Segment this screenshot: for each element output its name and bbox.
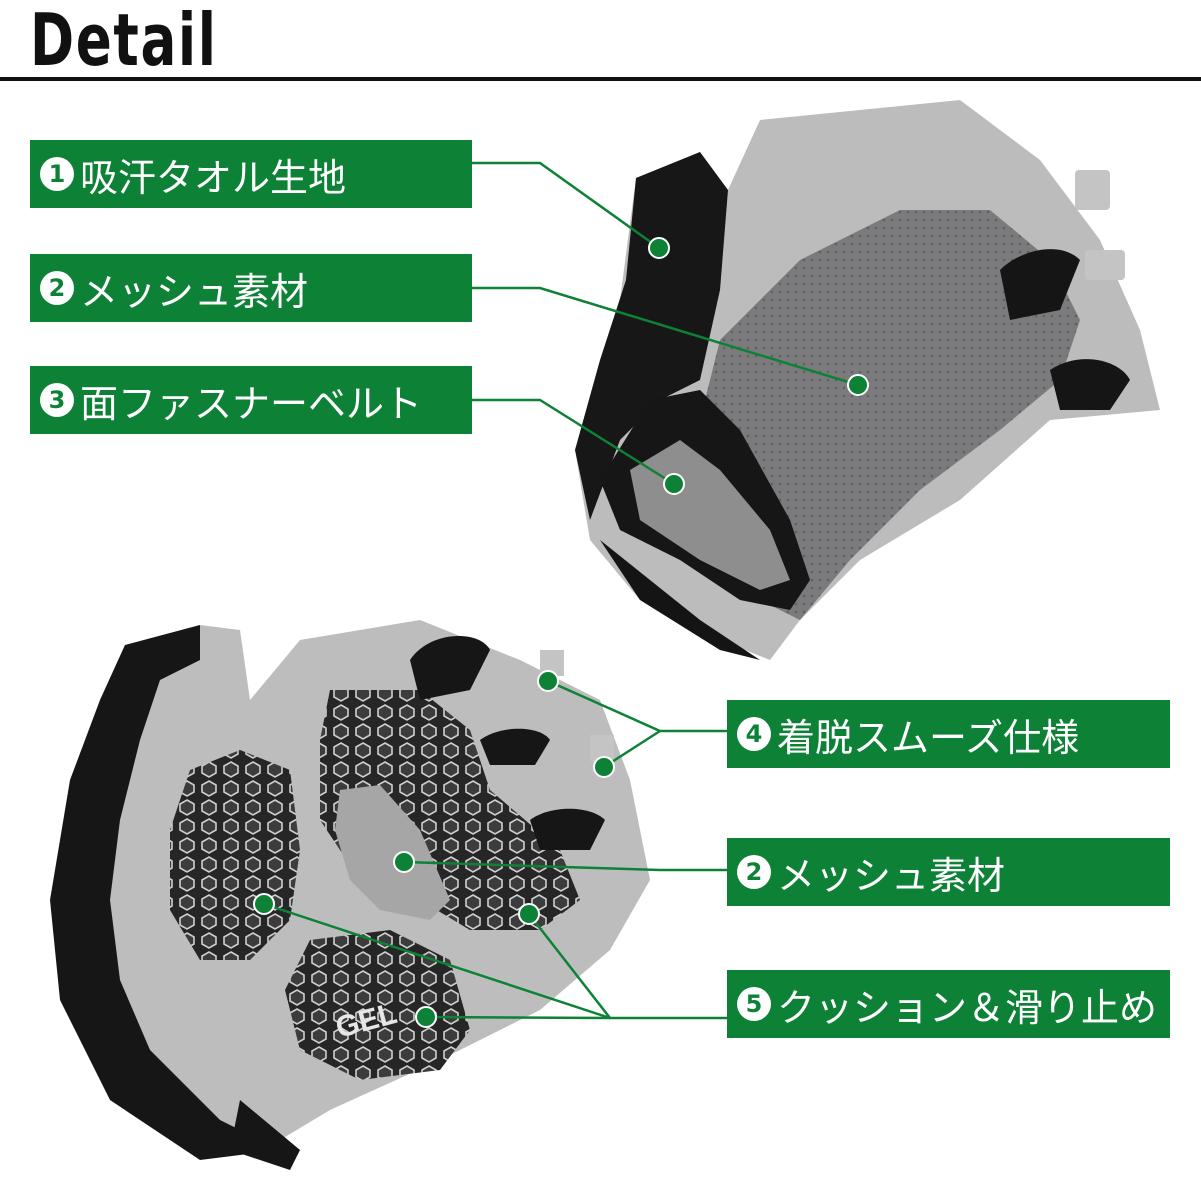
upper-glove-towel [575,152,728,520]
callout-dot-4a [537,670,559,692]
callout-dot-2b [393,851,415,873]
lower-glove-mesh-patch [335,785,450,920]
number-badge: 3 [40,383,74,417]
feature-label-cushion-grip: 5 クッション＆滑り止め [727,970,1170,1038]
leader-line-2a [472,286,859,387]
lower-glove-black-edge [50,625,280,1160]
feature-label-mesh-bottom: 2 メッシュ素材 [727,838,1170,906]
leader-line-1 [472,161,660,250]
callout-dot-5c [415,1006,437,1028]
callout-dot-2a [847,374,869,396]
leader-line-3 [472,398,675,486]
callout-dot-4b [593,756,615,778]
title-underline [0,77,1201,81]
upper-glove-mesh [700,210,1080,620]
number-badge: 2 [40,271,74,305]
feature-text: 着脱スムーズ仕様 [777,715,1080,760]
feature-text: クッション＆滑り止め [777,985,1158,1030]
feature-label-towel: 1 吸汗タオル生地 [30,140,472,208]
callout-dot-1 [648,237,670,259]
callout-dot-3 [663,473,685,495]
callout-dot-5a [253,893,275,915]
feature-label-velcro-belt: 3 面ファスナーベルト [30,366,472,434]
page-title: Detail [30,0,218,82]
leader-line-5c [425,1015,611,1020]
lower-glove-image: GEL [50,620,650,1170]
callout-dot-5b [518,903,540,925]
number-badge: 5 [737,987,771,1021]
leader-lines [263,161,859,1020]
number-badge: 4 [737,717,771,751]
feature-label-easy-removal: 4 着脱スムーズ仕様 [727,700,1170,768]
callout-dots [253,237,869,1028]
feature-text: メッシュ素材 [777,853,1006,898]
feature-text: メッシュ素材 [80,269,309,314]
lower-glove-gel-pad-bottom [285,930,470,1080]
feature-label-mesh-top: 2 メッシュ素材 [30,254,472,322]
leader-line-5b [528,913,611,1019]
feature-text: 面ファスナーベルト [80,381,423,426]
feature-text: 吸汗タオル生地 [80,155,347,200]
number-badge: 2 [737,855,771,889]
lower-glove-gel-pad-left [170,750,300,960]
leader-line-4b [603,729,661,769]
number-badge: 1 [40,157,74,191]
leader-line-2b [403,860,727,872]
